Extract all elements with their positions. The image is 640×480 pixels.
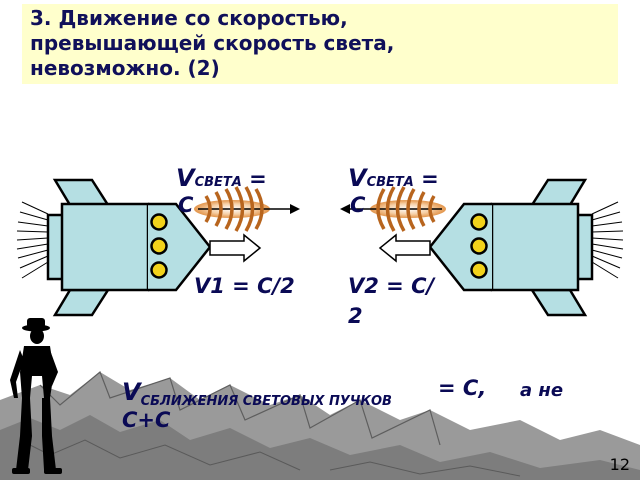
porthole-icon bbox=[470, 237, 488, 255]
porthole-icon bbox=[150, 237, 168, 255]
v-symbol: V bbox=[176, 164, 195, 192]
right-light-speed-c: C bbox=[350, 193, 366, 217]
left-velocity-arrow bbox=[209, 233, 262, 263]
left-light-beam bbox=[194, 186, 300, 232]
approach-not: а не bbox=[520, 380, 564, 401]
right-light-speed-label: VСВЕТА = bbox=[348, 164, 439, 192]
page-number: 12 bbox=[609, 455, 630, 474]
right-rocket-speed-line2: 2 bbox=[348, 304, 363, 328]
left-rocket-speed: V1 = C/2 bbox=[194, 274, 295, 298]
v-symbol: V bbox=[122, 378, 141, 406]
approach-equals: = C, bbox=[438, 376, 487, 400]
approach-sum: C+C bbox=[122, 408, 171, 432]
porthole-icon bbox=[470, 213, 488, 231]
right-velocity-arrow bbox=[378, 233, 431, 263]
v-symbol: V bbox=[348, 164, 367, 192]
title-background bbox=[22, 4, 618, 84]
light-subscript: СВЕТА bbox=[366, 175, 414, 190]
right-light-beam bbox=[340, 186, 446, 232]
porthole-icon bbox=[150, 261, 168, 279]
right-exhaust bbox=[591, 201, 624, 279]
light-subscript: СВЕТА bbox=[194, 175, 242, 190]
left-rocket bbox=[16, 178, 212, 317]
left-wavefronts bbox=[204, 186, 264, 232]
observer-silhouette bbox=[10, 318, 62, 474]
approach-speed-label: VСБЛИЖЕНИЯ СВЕТОВЫХ ПУЧКОВ bbox=[122, 378, 392, 409]
rocky-ground bbox=[0, 371, 640, 480]
slide-title: 3. Движение со скоростью, превышающей ск… bbox=[30, 6, 395, 80]
equals-sign: = bbox=[413, 167, 439, 191]
right-rocket-speed-line1: V2 = C/ bbox=[348, 274, 435, 298]
right-rocket bbox=[428, 178, 624, 317]
left-exhaust bbox=[16, 201, 49, 279]
left-light-speed-c: C bbox=[178, 193, 194, 217]
porthole-icon bbox=[150, 213, 168, 231]
left-light-speed-label: VСВЕТА = bbox=[176, 164, 267, 192]
porthole-icon bbox=[470, 261, 488, 279]
right-wavefronts bbox=[376, 186, 436, 232]
equals-sign: = bbox=[241, 167, 267, 191]
approach-subscript: СБЛИЖЕНИЯ СВЕТОВЫХ ПУЧКОВ bbox=[140, 394, 392, 409]
